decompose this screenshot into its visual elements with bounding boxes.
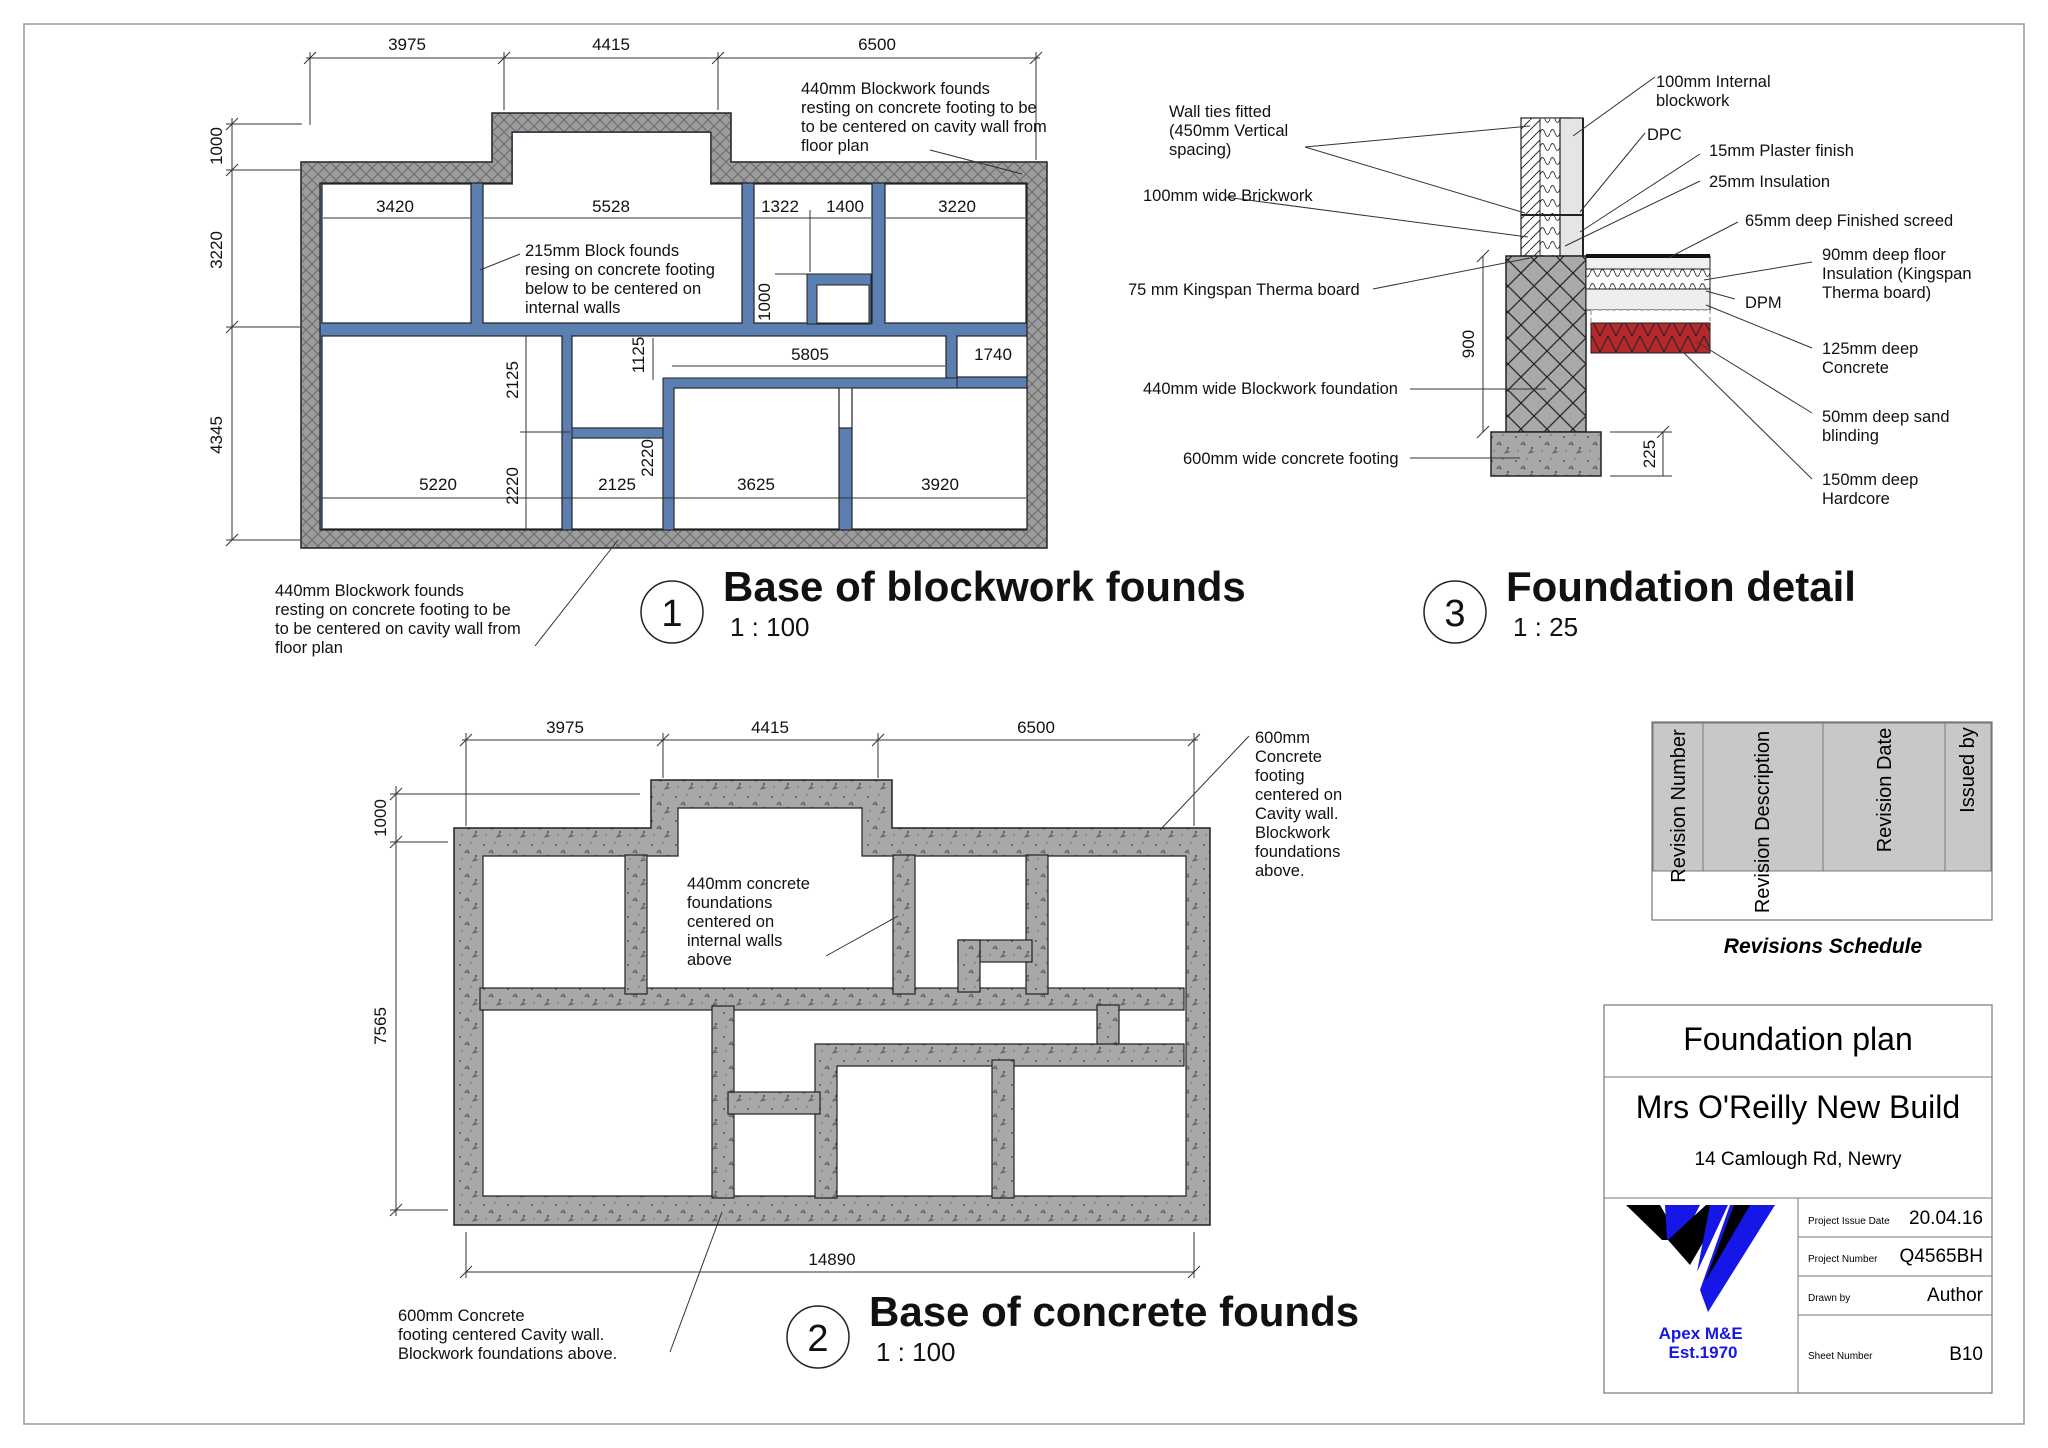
- dim-left-3: 4345: [207, 416, 226, 454]
- v2-dim-left-2: 7565: [371, 1007, 390, 1045]
- v2-note-bottom: 600mm Concrete footing centered Cavity w…: [398, 1307, 617, 1363]
- dim-left-2: 3220: [207, 231, 226, 269]
- dim-bottom-3920: 3920: [921, 475, 959, 494]
- view3-leaders: [1224, 76, 1813, 480]
- v2-note-right: 600mm Concrete footing centered on Cavit…: [1255, 729, 1347, 880]
- view2-number: 2: [807, 1318, 828, 1360]
- view1-title: 1 Base of blockwork founds 1 : 100: [640, 563, 1246, 644]
- rev-header-number: Revision Number: [1668, 729, 1690, 883]
- label-dpm: DPM: [1745, 294, 1782, 312]
- label-insulation: 25mm Insulation: [1709, 173, 1830, 191]
- rev-caption: Revisions Schedule: [1724, 935, 1923, 958]
- dim-top-3: 6500: [858, 35, 896, 54]
- note-bottom-left: 440mm Blockwork founds resting on concre…: [275, 582, 525, 657]
- view1-heading: Base of blockwork founds: [723, 563, 1246, 610]
- field-label-sheet-number: Sheet Number: [1808, 1351, 1873, 1362]
- label-plaster: 15mm Plaster finish: [1709, 142, 1854, 160]
- dim-room-3420: 3420: [376, 197, 414, 216]
- view1-dimensions: [225, 51, 1043, 547]
- view1-number: 1: [661, 593, 682, 635]
- field-value-sheet-number: B10: [1949, 1344, 1983, 1365]
- view3-scale: 1 : 25: [1513, 612, 1578, 642]
- view3-number: 3: [1444, 593, 1465, 635]
- dim-v-2220-b: 2220: [638, 439, 657, 477]
- dim-900: 900: [1459, 330, 1478, 358]
- sheet-border: [23, 23, 2025, 1425]
- company-name: Apex M&E Est.1970: [1659, 1324, 1748, 1362]
- view1-leaders: [479, 149, 1023, 647]
- field-label-drawn-by: Drawn by: [1808, 1293, 1850, 1304]
- dim-room-1322: 1322: [761, 197, 799, 216]
- note-top-right: 440mm Blockwork founds resting on concre…: [801, 80, 1051, 155]
- view3-detail: [1490, 117, 1711, 477]
- company-logo: Apex M&E Est.1970: [1626, 1205, 1775, 1362]
- v2-dim-bottom: 14890: [808, 1250, 855, 1269]
- v2-note-internal: 440mm concrete foundations centered on i…: [687, 875, 814, 969]
- rev-header-issued: Issued by: [1957, 727, 1979, 813]
- field-label-project-number: Project Number: [1808, 1254, 1878, 1265]
- dim-v-1000: 1000: [755, 283, 774, 321]
- dim-bottom-3625: 3625: [737, 475, 775, 494]
- dim-bottom-2125: 2125: [598, 475, 636, 494]
- view3-labels: Wall ties fitted (450mm Vertical spacing…: [1128, 73, 1976, 508]
- label-screed: 65mm deep Finished screed: [1745, 212, 1953, 230]
- label-wall-ties: Wall ties fitted (450mm Vertical spacing…: [1169, 103, 1293, 159]
- v2-dim-left-1: 1000: [371, 799, 390, 837]
- project-address: 14 Camlough Rd, Newry: [1695, 1149, 1902, 1170]
- view2-scale: 1 : 100: [876, 1337, 956, 1367]
- view2-title: 2 Base of concrete founds 1 : 100: [786, 1288, 1359, 1369]
- dim-room-5528: 5528: [592, 197, 630, 216]
- view1-plan: [300, 112, 1048, 549]
- title-block: Foundation plan Mrs O'Reilly New Build 1…: [1603, 1004, 1993, 1394]
- label-kingspan: 75 mm Kingspan Therma board: [1128, 281, 1360, 299]
- field-value-project-number: Q4565BH: [1900, 1246, 1983, 1267]
- view2-heading: Base of concrete founds: [869, 1288, 1359, 1335]
- view3-title: 3 Foundation detail 1 : 25: [1423, 563, 1856, 644]
- dim-room-1400: 1400: [826, 197, 864, 216]
- view2-notes: 600mm Concrete footing centered on Cavit…: [398, 729, 1347, 1363]
- label-sand: 50mm deep sand blinding: [1822, 408, 1954, 445]
- v2-dim-top-1: 3975: [546, 718, 584, 737]
- field-value-issue-date: 20.04.16: [1909, 1208, 1983, 1229]
- label-blockwork: 440mm wide Blockwork foundation: [1143, 380, 1398, 398]
- label-internal-blockwork: 100mm Internal blockwork: [1656, 73, 1775, 110]
- view3-heading: Foundation detail: [1506, 563, 1856, 610]
- dim-room-3220: 3220: [938, 197, 976, 216]
- label-footing: 600mm wide concrete footing: [1183, 450, 1399, 468]
- view1-dim-text: 3975 4415 6500 1000 3220 4345 3420 5528 …: [207, 35, 1012, 505]
- field-label-issue-date: Project Issue Date: [1808, 1216, 1890, 1227]
- label-floor-insulation: 90mm deep floor Insulation (Kingspan The…: [1822, 246, 1976, 302]
- dim-bottom-5220: 5220: [419, 475, 457, 494]
- dim-room-1740: 1740: [974, 345, 1012, 364]
- rev-header-date: Revision Date: [1874, 728, 1896, 853]
- dim-v-2220-a: 2220: [503, 467, 522, 505]
- label-concrete: 125mm deep Concrete: [1822, 340, 1923, 377]
- label-hardcore: 150mm deep Hardcore: [1822, 471, 1923, 508]
- dim-room-5805: 5805: [791, 345, 829, 364]
- field-value-drawn-by: Author: [1927, 1285, 1984, 1306]
- v2-dim-top-3: 6500: [1017, 718, 1055, 737]
- project-name: Mrs O'Reilly New Build: [1636, 1089, 1960, 1125]
- dim-top-2: 4415: [592, 35, 630, 54]
- drawing-title: Foundation plan: [1683, 1021, 1913, 1057]
- dim-v-1125: 1125: [629, 337, 648, 374]
- note-internal-walls: 215mm Block founds resing on concrete fo…: [525, 242, 719, 317]
- dim-left-1: 1000: [207, 127, 226, 165]
- dim-225: 225: [1640, 440, 1659, 468]
- view2-dimensions: [389, 733, 1250, 1353]
- view1-scale: 1 : 100: [730, 612, 810, 642]
- label-brickwork: 100mm wide Brickwork: [1143, 187, 1313, 205]
- dim-top-1: 3975: [388, 35, 426, 54]
- rev-header-description: Revision Description: [1752, 731, 1774, 913]
- view2-dim-text: 3975 4415 6500 1000 7565 14890: [371, 718, 1055, 1269]
- view1-notes: 440mm Blockwork founds resting on concre…: [275, 80, 1051, 657]
- view2-plan: [453, 779, 1211, 1226]
- v2-dim-top-2: 4415: [751, 718, 789, 737]
- label-dpc: DPC: [1647, 126, 1682, 144]
- dim-v-2125: 2125: [503, 361, 522, 399]
- revisions-schedule: Revision Number Revision Description Rev…: [1651, 721, 1993, 958]
